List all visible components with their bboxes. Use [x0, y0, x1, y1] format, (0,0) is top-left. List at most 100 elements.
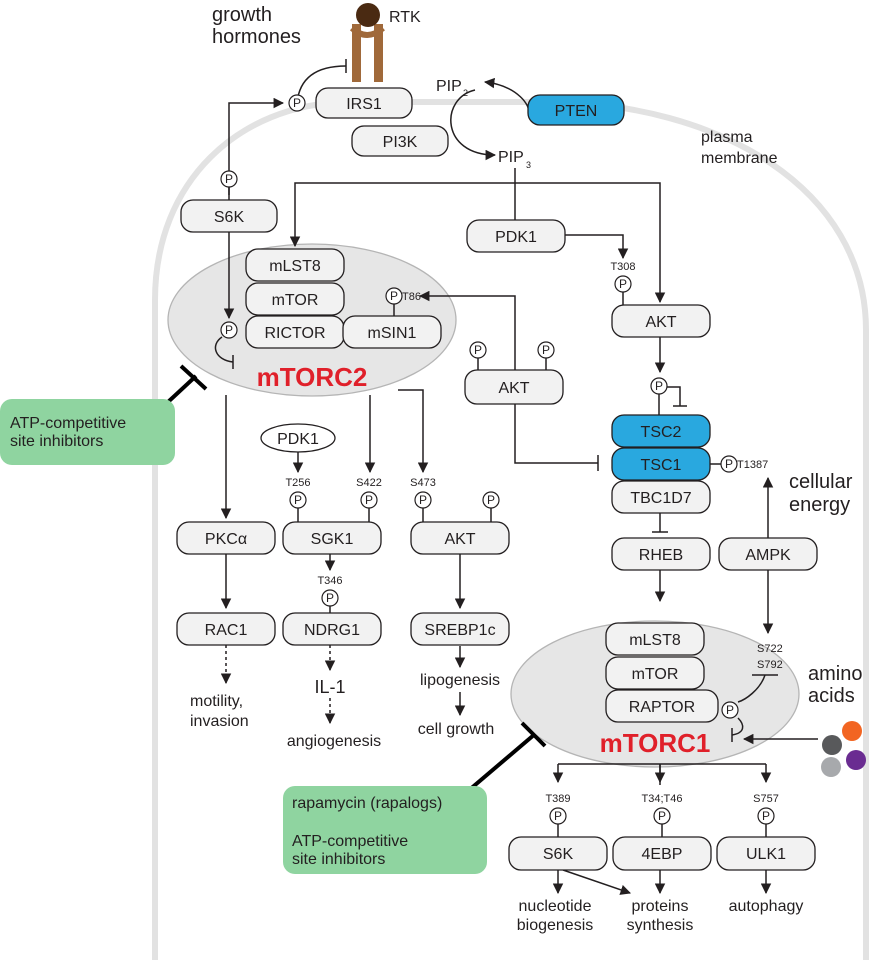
motility-label: motility, [190, 693, 243, 710]
svg-text:P: P [619, 277, 627, 291]
svg-text:PDK1: PDK1 [495, 229, 537, 246]
amino-acid-dots [821, 721, 866, 777]
svg-text:PI3K: PI3K [383, 134, 418, 151]
phospho-t389: T389 P [545, 793, 571, 837]
svg-text:PDK1: PDK1 [277, 431, 319, 448]
mtorc2-inhibitor-box: ATP-competitive site inhibitors [0, 399, 175, 465]
mtorc2-rictor-box: RICTOR [245, 315, 345, 349]
svg-text:P: P [419, 493, 427, 507]
svg-text:AMPK: AMPK [745, 547, 791, 564]
svg-text:P: P [725, 457, 733, 471]
svg-text:T256: T256 [285, 477, 310, 489]
ampk-box: AMPK [718, 537, 818, 571]
svg-text:P: P [293, 96, 301, 110]
svg-text:S722: S722 [757, 643, 783, 655]
svg-text:site inhibitors: site inhibitors [10, 433, 103, 450]
s6k-top-box: S6K [180, 199, 278, 233]
growth-hormones-label: growth [212, 4, 272, 26]
ndrg1-box: NDRG1 [282, 612, 382, 646]
phospho-akt-bottom-right: P [482, 491, 500, 522]
motility-label-2: invasion [190, 713, 249, 730]
svg-text:4EBP: 4EBP [642, 846, 683, 863]
cell-growth-label: cell growth [418, 721, 494, 738]
pten-box: PTEN [527, 94, 625, 126]
s6k-bottom-box: S6K [508, 836, 608, 871]
rheb-box: RHEB [611, 537, 711, 571]
phospho-raptor: P [721, 701, 739, 719]
phospho-t308: T308 P [610, 261, 636, 305]
phospho-t1387: P T1387 [710, 455, 768, 473]
phospho-akt-mid-left: P [469, 341, 487, 370]
sgk1-box: SGK1 [282, 521, 382, 555]
svg-text:NDRG1: NDRG1 [304, 622, 360, 639]
svg-text:mTOR: mTOR [272, 292, 319, 309]
svg-text:IRS1: IRS1 [346, 96, 382, 113]
svg-text:P: P [225, 323, 233, 337]
akt-mid-box: AKT [464, 369, 564, 405]
pip3-subscript: 3 [526, 160, 531, 170]
svg-text:TSC1: TSC1 [641, 457, 682, 474]
svg-text:P: P [655, 379, 663, 393]
phospho-t86: P T86 [385, 287, 421, 316]
rac1-box: RAC1 [176, 612, 276, 646]
phospho-t256: T256 P [285, 477, 311, 522]
svg-text:AKT: AKT [498, 380, 529, 397]
svg-text:S473: S473 [410, 477, 436, 489]
proteins-synthesis-label-2: synthesis [627, 917, 694, 934]
lipogenesis-label: lipogenesis [420, 672, 500, 689]
plasma-membrane-label: plasma [701, 129, 753, 146]
svg-text:mTOR: mTOR [632, 666, 679, 683]
svg-text:rapamycin (rapalogs): rapamycin (rapalogs) [292, 795, 442, 812]
mtorc2-mlst8-box: mLST8 [245, 248, 345, 282]
svg-text:PKCα: PKCα [205, 531, 247, 548]
mtorc1-label: mTORC1 [600, 728, 711, 758]
phospho-s473: S473 P [410, 477, 436, 522]
phospho-s757: S757 P [753, 793, 779, 837]
growth-hormones-label-2: hormones [212, 26, 301, 48]
4ebp-box: 4EBP [612, 836, 712, 871]
svg-text:AKT: AKT [645, 314, 676, 331]
phospho-irs1: P [288, 94, 306, 112]
svg-text:S6K: S6K [543, 846, 574, 863]
proteins-synthesis-label: proteins [632, 898, 689, 915]
mtorc2-mtor-box: mTOR [245, 282, 345, 316]
irs1-box: IRS1 [315, 87, 413, 119]
srebp1c-box: SREBP1c [410, 612, 510, 646]
svg-text:mSIN1: mSIN1 [368, 325, 417, 342]
cellular-energy-label: cellular [789, 471, 853, 493]
mtorc1-mtor-box: mTOR [605, 656, 705, 690]
rtk-label: RTK [389, 9, 421, 26]
rtk-receptor [349, 3, 385, 82]
svg-text:P: P [326, 591, 334, 605]
phospho-akt-mid-right: P [537, 341, 555, 370]
svg-text:ATP-competitive: ATP-competitive [292, 833, 408, 850]
svg-text:P: P [294, 493, 302, 507]
svg-text:P: P [658, 809, 666, 823]
svg-text:T1387: T1387 [737, 459, 768, 471]
svg-text:P: P [365, 493, 373, 507]
amino-acids-label: amino [808, 663, 862, 685]
svg-text:P: P [474, 343, 482, 357]
svg-text:RICTOR: RICTOR [264, 325, 325, 342]
cellular-energy-label-2: energy [789, 494, 850, 516]
mtorc2-label: mTORC2 [257, 362, 368, 392]
svg-text:SGK1: SGK1 [311, 531, 354, 548]
il1-label: IL-1 [314, 677, 345, 697]
svg-text:mLST8: mLST8 [629, 632, 681, 649]
svg-text:P: P [726, 703, 734, 717]
phospho-s422: S422 P [356, 477, 382, 522]
pip2-label: PIP [436, 78, 462, 95]
phospho-rictor: P [220, 321, 238, 339]
svg-text:site inhibitors: site inhibitors [292, 851, 385, 868]
svg-text:S792: S792 [757, 659, 783, 671]
svg-text:S757: S757 [753, 793, 779, 805]
svg-text:RHEB: RHEB [639, 547, 683, 564]
svg-text:P: P [762, 809, 770, 823]
svg-text:T86: T86 [402, 291, 421, 303]
pip2-subscript: 2 [463, 88, 468, 98]
svg-text:T389: T389 [545, 793, 570, 805]
angiogenesis-label: angiogenesis [287, 733, 381, 750]
svg-text:AKT: AKT [444, 531, 475, 548]
pdk1-oval: PDK1 [260, 423, 336, 453]
